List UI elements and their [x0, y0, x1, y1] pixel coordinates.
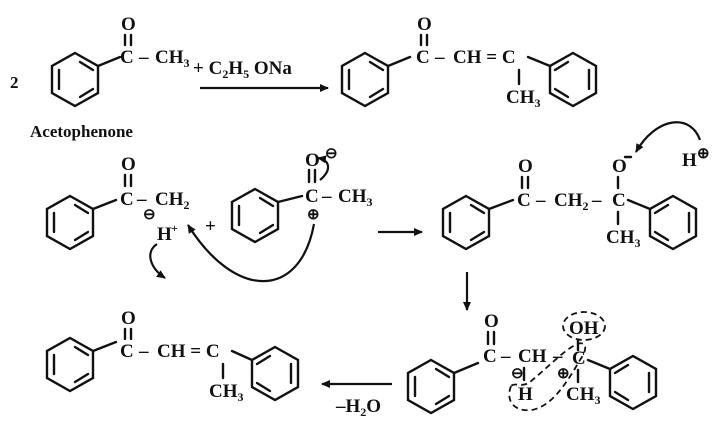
ring-bond [626, 198, 652, 211]
leaving-hydroxyl-outline [562, 311, 606, 341]
plus-sign: + [205, 216, 216, 237]
carbonyl-oxygen: O [417, 14, 432, 35]
single-bond-dash: – [434, 47, 445, 68]
proton: H [682, 150, 697, 171]
benzene-ring [250, 345, 300, 402]
carbonyl-carbon: C [120, 341, 134, 362]
methyl-group: CH3 [209, 381, 244, 404]
carbonyl-oxygen: O [518, 156, 533, 177]
water-loss-label: –H2O [335, 396, 381, 419]
acidic-hydrogen: H [157, 224, 172, 245]
benzene-ring [50, 51, 100, 108]
carbonyl-carbon: C [120, 47, 134, 68]
hydroxyl-group: OH [569, 318, 599, 339]
ring-bond [526, 55, 552, 68]
methyl-group: CH3 [566, 384, 601, 407]
alpha-hydrogen: H [518, 384, 533, 405]
carbinol-carbon: C [572, 348, 586, 369]
ring-bond [91, 198, 118, 211]
carbonyl-carbon: C [517, 190, 531, 211]
single-bond-dash: – [552, 346, 563, 367]
alkene-group: CH = C [157, 341, 220, 362]
stoichiometric-coefficient: 2 [10, 73, 19, 92]
benzene-ring [45, 194, 95, 251]
proton-positive-charge: ⊕ [697, 146, 710, 162]
single-bond-dash: – [591, 190, 602, 211]
carbonyl-oxygen: O [121, 154, 136, 175]
reagent-label: + C2H5 ONa [193, 58, 292, 81]
benzene-ring [608, 354, 658, 411]
carbonyl-carbon: C [305, 186, 319, 207]
single-bond-dash: – [136, 189, 147, 210]
methyl-group: CH3 [506, 87, 541, 110]
benzene-ring [406, 358, 456, 415]
ring-bond [586, 358, 612, 371]
single-bond-dash: – [138, 47, 149, 68]
nucleophilic-attack-arrow [187, 223, 316, 283]
ring-bond [487, 198, 515, 211]
ring-bond [276, 194, 304, 204]
electron-shift-arrow [317, 155, 330, 181]
carbonyl-carbon: C [120, 189, 134, 210]
plus-superscript: + [171, 221, 178, 235]
alkoxide-oxygen: O [612, 156, 627, 177]
ring-to-carbonyl-bond [96, 55, 122, 68]
ring-bond [386, 55, 412, 68]
carbonyl-oxygen: O [121, 14, 136, 35]
methylene-group: CH2 [554, 190, 589, 213]
benzene-ring [441, 194, 491, 251]
carbonyl-oxygen: O [305, 150, 320, 171]
oxygen-negative-charge: ⊖ [325, 146, 338, 162]
carbinol-carbon: C [612, 190, 626, 211]
carbonyl-oxygen: O [484, 311, 499, 332]
protonation-arrow [635, 121, 702, 153]
reactant-name: Acetophenone [30, 122, 133, 141]
ring-bond [452, 361, 480, 375]
alkene-group: CH = C [453, 47, 516, 68]
methyl-group: CH3 [606, 227, 641, 250]
ring-bond [230, 349, 254, 362]
carbocation-charge: ⊕ [557, 366, 570, 382]
carbon-positive-charge: ⊕ [307, 207, 320, 223]
benzene-ring [548, 51, 598, 108]
single-bond-dash: – [321, 186, 332, 207]
ring-bond [91, 340, 118, 353]
benzene-ring [648, 194, 698, 251]
methyl-group: CH3 [338, 186, 373, 209]
benzene-ring [45, 336, 95, 393]
single-bond-dash: – [500, 346, 511, 367]
carbanion-charge: ⊖ [143, 207, 156, 223]
benzene-ring [340, 51, 390, 108]
carbonyl-oxygen: O [121, 308, 136, 329]
carbonyl-carbon: C [483, 346, 497, 367]
methyl-group: CH3 [155, 47, 190, 70]
single-bond-dash: – [138, 341, 149, 362]
benzene-ring [230, 187, 280, 244]
proton-loss-arrow [149, 243, 166, 279]
methylene-group: CH2 [155, 189, 190, 212]
methine-group: CH [518, 346, 547, 367]
single-bond-dash: – [535, 190, 546, 211]
carbonyl-carbon: C [416, 47, 430, 68]
carbanion-charge: ⊖ [511, 366, 524, 382]
